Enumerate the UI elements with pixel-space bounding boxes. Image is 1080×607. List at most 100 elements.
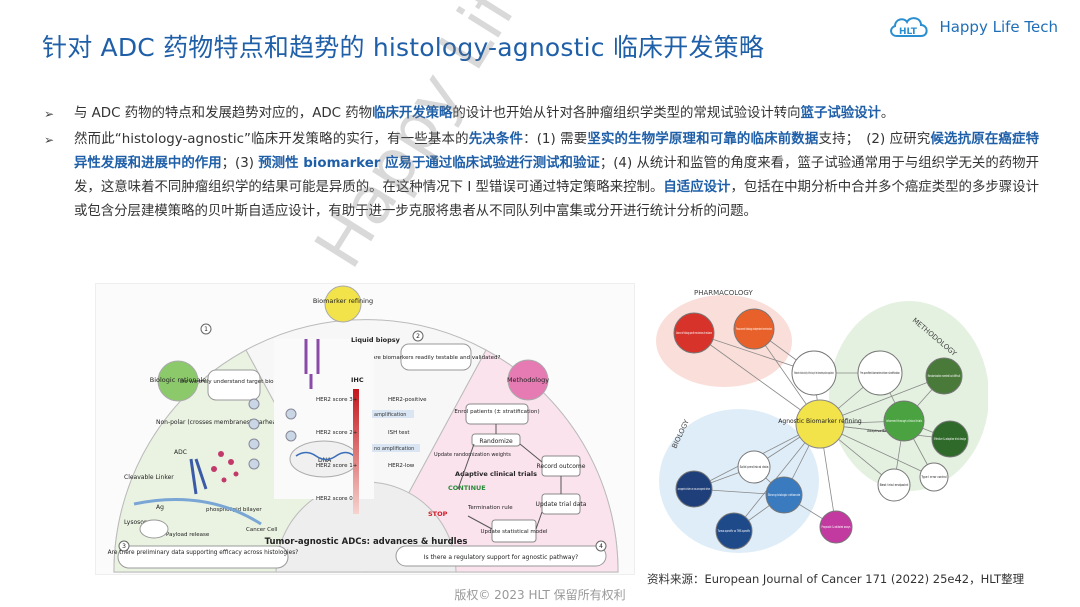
number-marker-text: 3: [122, 543, 126, 550]
enrol-patients: Enrol patients (± stratification): [454, 409, 539, 415]
ihc-result: HER2-positive: [388, 397, 427, 403]
randomize-step: Randomize: [479, 438, 513, 445]
highlight-text: 临床开发策略: [372, 106, 453, 121]
network-node: [857, 350, 903, 396]
ihc-score: HER2 score 1+: [316, 463, 358, 469]
number-marker-circle: [200, 323, 212, 335]
svg-text:HLT: HLT: [899, 27, 918, 37]
network-node-label: Pronounced histology-independent mechani…: [736, 327, 772, 331]
amplification-label: amplification: [374, 412, 406, 418]
network-node: [883, 400, 925, 442]
biomarker-refining-label: Biomarker refining: [313, 297, 373, 305]
bottom-left-question: Are there preliminary data supporting ef…: [108, 550, 299, 556]
network-node-label: Best trial endpoint: [880, 483, 910, 487]
ihc-label: IHC: [351, 376, 364, 384]
center-title: Tumor-agnostic ADCs: advances & hurdles: [265, 537, 468, 547]
bottom-right-question: Is there a regulatory support for agnost…: [424, 554, 578, 561]
network-node: [819, 510, 853, 544]
network-node-label: Type I error control: [921, 475, 947, 479]
number-marker-circle: [412, 330, 424, 342]
figure-tumor-agnostic-adcs: Tumor-agnostic ADCs: advances & hurdles …: [95, 283, 635, 575]
lysosome-label: Lysosome: [124, 519, 154, 526]
methodology-label: Methodology: [507, 376, 549, 384]
update-weights: Update randomization weights: [434, 452, 511, 458]
payload-label: Payload release: [166, 532, 210, 538]
logo: HLT Happy Life Tech: [887, 14, 1058, 40]
update-model: Update statistical model: [480, 529, 548, 535]
network-node-label: Randomization needed but difficult: [928, 374, 961, 378]
network-node: [733, 308, 775, 350]
highlight-text: 篮子试验设计: [800, 106, 881, 121]
network-node-label: Informed through clinical trials: [886, 419, 922, 423]
nonpolar-label: Non-polar (crosses membranes) warhead: [156, 419, 280, 426]
network-edge: [693, 332, 821, 425]
network-node: [715, 512, 753, 550]
footer-copyright: 版权© 2023 HLT 保留所有权利: [454, 588, 626, 602]
bullet-item: ➢ 然而此“histology-agnostic”临床开发策略的实行，有一些基本…: [44, 128, 1039, 224]
network-node: [931, 420, 969, 458]
network-node-label: Relevant clinical activity of the drug i…: [794, 371, 834, 375]
continue-label: CONTINUE: [448, 484, 486, 492]
number-marker-circle: [118, 540, 130, 552]
source-citation: 资料来源：European Journal of Cancer 171 (202…: [647, 572, 1025, 586]
bullet-text: 与 ADC 药物的特点和发展趋势对应的，ADC 药物临床开发策略的设计也开始从针…: [74, 106, 894, 121]
ihc-result: ISH test: [388, 430, 410, 436]
network-node: [919, 462, 949, 492]
arrow-bullet-icon: ➢: [44, 107, 55, 121]
number-marker-text: 2: [416, 333, 420, 340]
pharmacology-label: PHARMACOLOGY: [694, 289, 753, 297]
body-text: 的设计也开始从针对各肿瘤组织学类型的常规试验设计转向: [452, 106, 801, 121]
network-node-label: Strong biologic rationale: [768, 493, 800, 497]
network-node-label: Tumor-specific vs TME-specific: [717, 529, 750, 533]
question-biomarkers: Are biomarkers readily testable and vali…: [372, 355, 501, 361]
bullet-list: ➢ 与 ADC 药物的特点和发展趋势对应的，ADC 药物临床开发策略的设计也开始…: [44, 102, 1039, 226]
ihc-score: HER2 score 0: [316, 496, 353, 502]
figure-biomarker-network: PHARMACOLOGY METHODOLOGY BIOLOGY Absence…: [654, 281, 988, 565]
bullet-text: 然而此“histology-agnostic”临床开发策略的实行，有一些基本的先…: [74, 132, 1039, 219]
ag-label: Ag: [156, 504, 164, 511]
liquid-biopsy-label: Liquid biopsy: [351, 336, 401, 344]
cloud-hlt-icon: HLT: [890, 17, 929, 37]
body-text: 支持； (2) 应研究: [818, 132, 931, 147]
stop-label: STOP: [428, 510, 448, 518]
arrow-bullet-icon: ➢: [44, 133, 55, 147]
network-node: [675, 470, 713, 508]
biologic-rationale-label: Biologic rationale: [150, 376, 207, 384]
network-node: [877, 468, 911, 502]
number-marker-text: 1: [204, 326, 208, 333]
highlight-text: 候选抗原在癌症特异性发展和进展中的作用: [74, 132, 1040, 171]
termination-rule: Termination rule: [467, 505, 513, 511]
network-node: [737, 450, 771, 484]
network-node: [791, 350, 837, 396]
network-node-label: oncogenic driver vs non-oncogenic driver: [678, 487, 711, 491]
body-text: 与 ADC 药物的特点和发展趋势对应的，ADC 药物: [74, 106, 373, 121]
ihc-result: HER2-low: [388, 463, 415, 469]
network-node: [765, 476, 803, 514]
number-marker-circle: [595, 540, 607, 552]
body-text: ；(3): [221, 156, 259, 171]
body-text: ：(1) 需要: [523, 132, 588, 147]
highlight-text: 自适应设计: [663, 180, 731, 195]
cleavable-linker-label: Cleavable Linker: [124, 474, 174, 481]
adaptive-trials-label: Adaptive clinical trials: [455, 470, 537, 478]
network-node: [673, 312, 715, 354]
network-node-label: Prognostic & validated assays: [822, 525, 851, 529]
record-outcome: Record outcome: [537, 463, 586, 470]
network-node-label: Absence of histology-specific mechanisms…: [676, 331, 712, 335]
adc-label: ADC: [174, 449, 187, 456]
highlight-text: 预测性 biomarker 应易于通过临床试验进行测试和验证: [258, 156, 600, 171]
body-text: 。: [880, 106, 895, 121]
agnostic-center-label: Agnostic Biomarker refining: [778, 418, 862, 425]
network-node-label: Solid preclinical data: [740, 465, 769, 469]
ihc-score: HER2 score 2+: [316, 430, 358, 436]
body-text: ；(4) 从统计和监管的角度来看，篮子试验通常用于与组织学无关的药物开发，这意味…: [74, 156, 1039, 195]
dna-label: DNA: [318, 457, 332, 464]
highlight-text: 坚实的生物学原理和可靠的临床前数据: [587, 132, 819, 147]
ihc-score: HER2 score 3+: [316, 397, 358, 403]
network-node-label: Pre-specified biomarker-driven stratific…: [860, 371, 900, 375]
network-node-label: Effective & adaptive trial design: [934, 437, 966, 441]
body-text: ，包括在中期分析中合并多个癌症类型的多步骤设计或包含分层建模策略的贝叶斯自适应设…: [74, 180, 1040, 219]
question-target-biology: Do we truly understand target biology?: [180, 379, 288, 385]
